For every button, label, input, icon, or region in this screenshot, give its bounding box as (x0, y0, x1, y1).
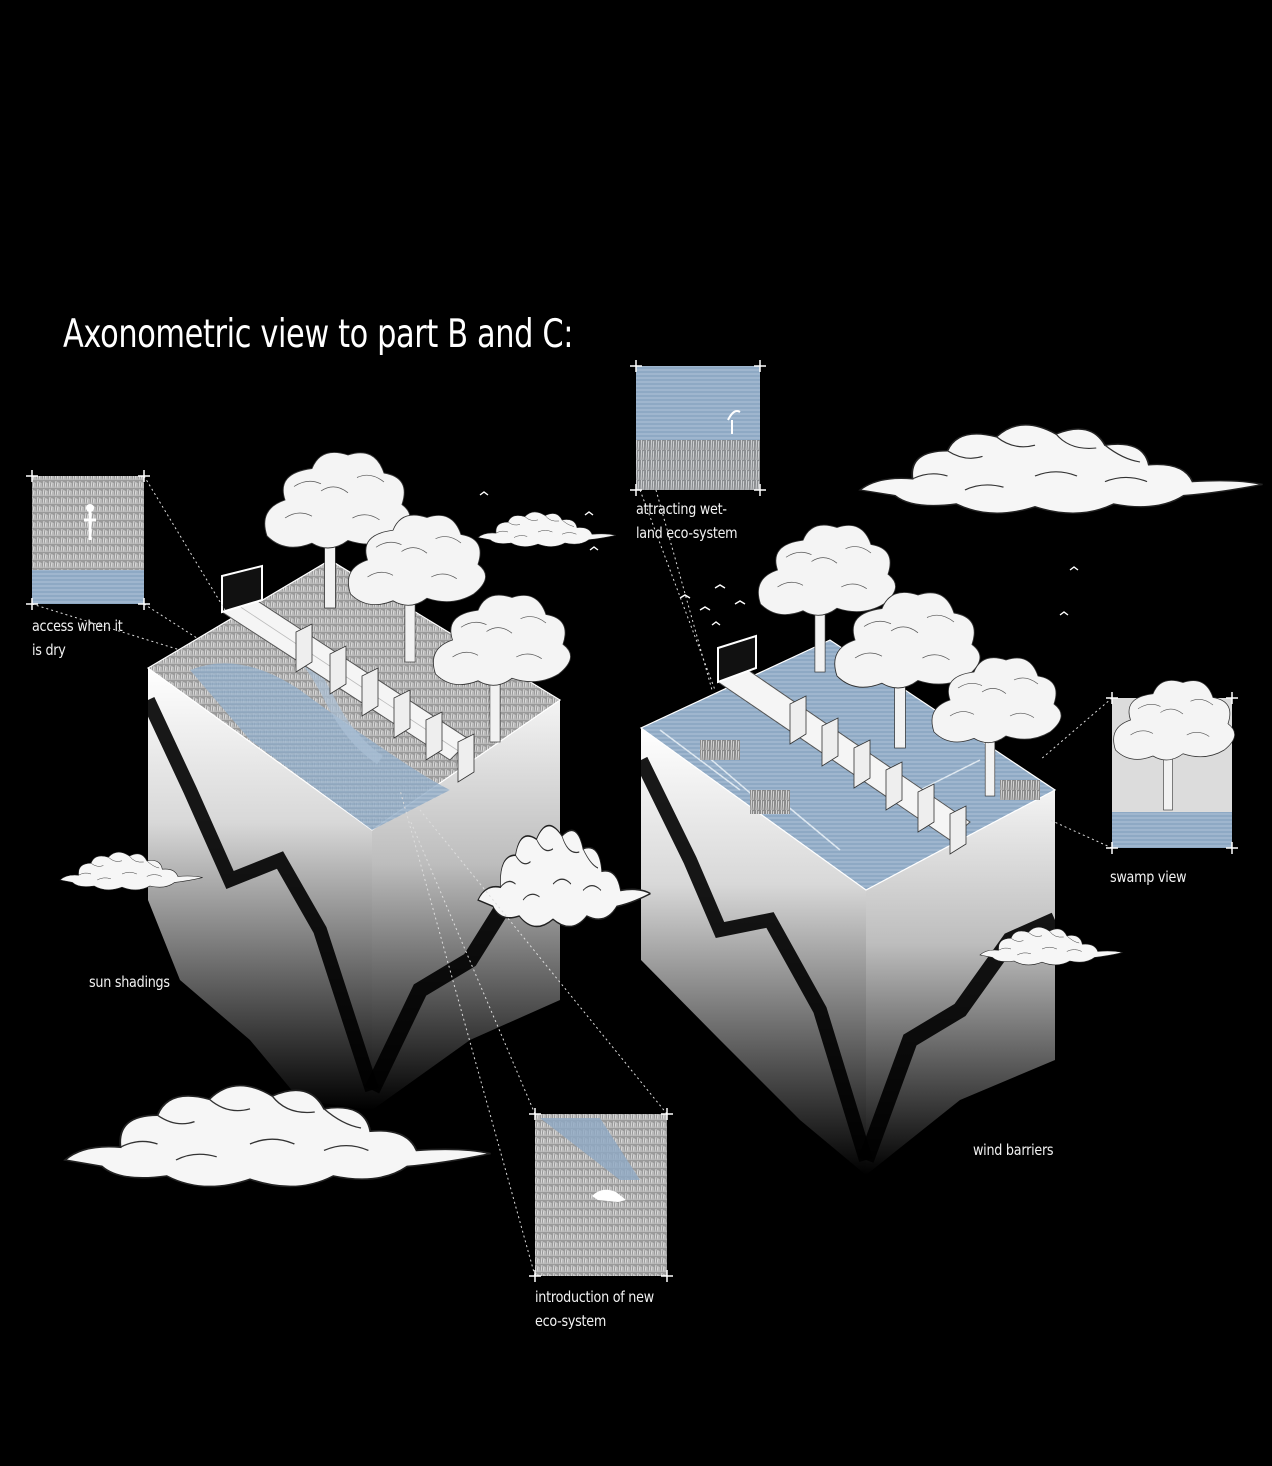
leaders (31, 475, 1113, 1277)
birds (479, 491, 1079, 626)
callout-introduction: introduction of new eco-system (535, 1288, 654, 1330)
inset-intro (535, 1114, 667, 1276)
corner-crosses (26, 360, 1238, 1282)
callout-swamp-view: swamp view (1110, 868, 1187, 886)
inset-wetland (636, 366, 760, 490)
callout-sun-shadings: sun shadings (89, 973, 170, 991)
diagram-title: Axonometric view to part B and C: (63, 312, 574, 357)
callout-wetland: attracting wet- land eco-system (636, 500, 738, 542)
callout-access: access when it is dry (32, 617, 123, 659)
inset-swamp (1112, 679, 1236, 848)
callout-wind-barriers: wind barriers (973, 1141, 1054, 1159)
block-right (634, 524, 1062, 1175)
inset-access (32, 476, 144, 604)
block-left (141, 451, 571, 1110)
